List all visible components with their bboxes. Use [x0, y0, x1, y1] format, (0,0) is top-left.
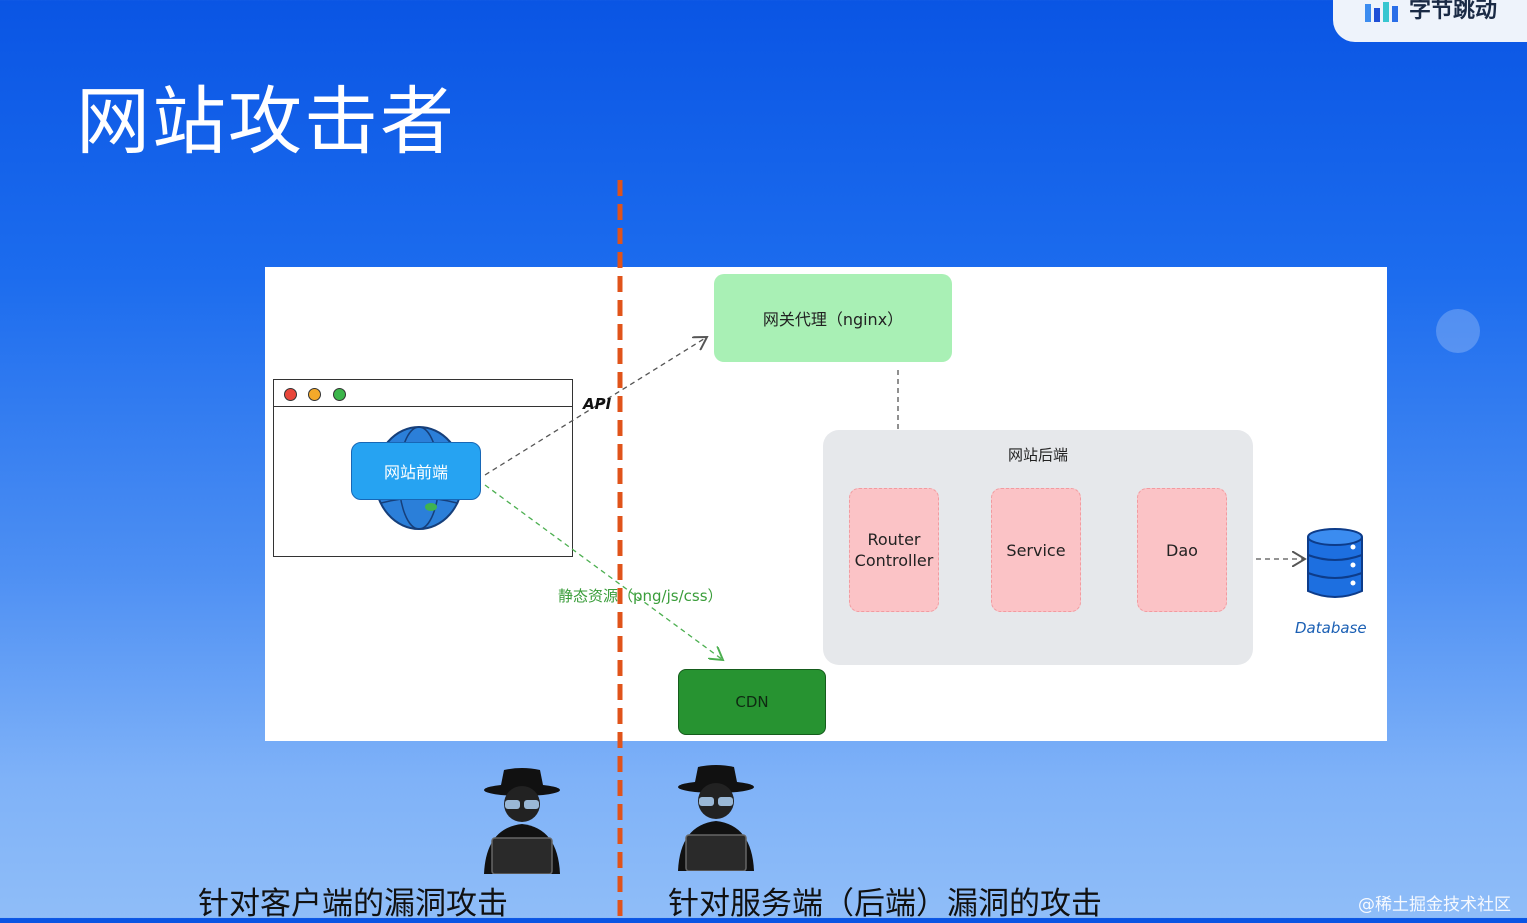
floating-circle [1436, 309, 1480, 353]
slide-title: 网站攻击者 [76, 79, 456, 165]
browser-maximize-dot [333, 388, 346, 401]
router-label: Router [867, 530, 921, 549]
cdn-box: CDN [678, 669, 826, 735]
database-icon [1307, 528, 1363, 598]
static-arrow [484, 484, 723, 660]
browser-title-bar [274, 380, 572, 407]
gateway-proxy-box: 网关代理（nginx） [714, 274, 952, 362]
database-label: Database [1295, 619, 1367, 637]
website-frontend-box: 网站前端 [351, 442, 481, 500]
backend-title: 网站后端 [1007, 446, 1068, 464]
api-arrow [484, 337, 707, 476]
website-backend-area: 网站后端 Router Controller Service Dao [823, 430, 1253, 665]
server-attack-caption: 针对服务端（后端）漏洞的攻击 [668, 886, 1102, 922]
client-hacker-icon [484, 768, 560, 874]
architecture-diagram: 网站前端 API 静态资源（png/js/css） 网关代理（nginx） 网站… [265, 267, 1387, 741]
service-box: Service [991, 488, 1081, 612]
client-attack-caption: 针对客户端的漏洞攻击 [198, 886, 508, 922]
server-hacker-icon [678, 765, 754, 871]
bytedance-logo-icon [1365, 2, 1398, 22]
api-label: API [583, 395, 612, 413]
watermark: @稀土掘金技术社区 [1358, 895, 1511, 915]
logo-card: 字节跳动 [1333, 0, 1527, 42]
client-server-divider [617, 180, 623, 918]
router-controller-box: Router Controller [849, 488, 939, 612]
controller-label: Controller [854, 551, 934, 570]
browser-close-dot [284, 388, 297, 401]
static-resources-label: 静态资源（png/js/css） [558, 587, 723, 605]
dao-box: Dao [1137, 488, 1227, 612]
logo-text: 字节跳动 [1409, 0, 1498, 23]
browser-minimize-dot [308, 388, 321, 401]
